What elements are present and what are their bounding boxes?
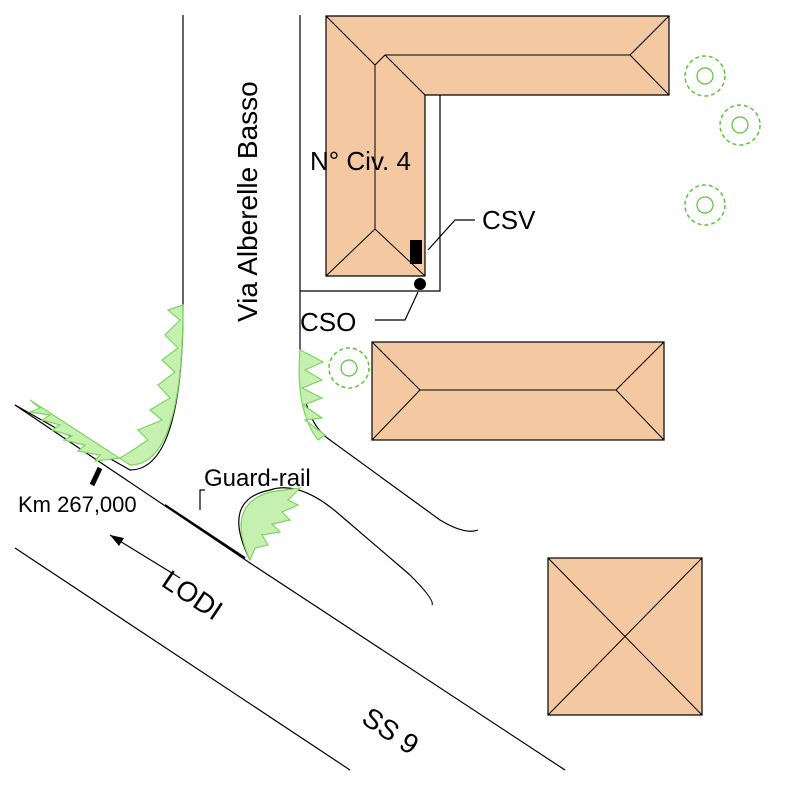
km-marker-symbol xyxy=(89,466,103,487)
building-middle xyxy=(371,341,665,441)
grass-verges xyxy=(27,304,327,562)
csv-leader-line xyxy=(427,219,475,251)
grass-verge-west-corner xyxy=(27,304,184,466)
building-civic-4 xyxy=(325,15,670,277)
cso-leader-line xyxy=(375,291,419,321)
guard-rail-label: Guard-rail xyxy=(204,465,311,492)
grass-verge-side-road xyxy=(240,487,302,562)
tree-icon xyxy=(684,184,726,226)
civic-number-label: N° Civ. 4 xyxy=(310,146,411,176)
cso-manhole-symbol xyxy=(414,278,426,290)
highway-label: SS 9 xyxy=(357,701,425,760)
street-name-label: Via Alberelle Basso xyxy=(232,81,263,322)
tree-icon xyxy=(328,347,370,389)
km-marker-label: Km 267,000 xyxy=(18,492,137,517)
csv-label: CSV xyxy=(482,205,536,235)
main-road-south-edge xyxy=(14,547,351,771)
tree-icon xyxy=(719,104,761,146)
via-alberelle-west-edge xyxy=(14,15,184,471)
grass-verge-east-corner xyxy=(298,349,327,441)
guard-rail-leader-line xyxy=(199,489,205,510)
tree-icon xyxy=(684,55,726,97)
main-road-north-edge xyxy=(14,404,566,771)
cso-label: CSO xyxy=(300,307,356,337)
building-south-east xyxy=(547,557,703,716)
arrow-left-icon xyxy=(109,534,181,579)
csv-valve-symbol xyxy=(410,240,422,264)
direction-label: LODI xyxy=(157,564,229,626)
guard-rail-symbol xyxy=(164,504,246,559)
